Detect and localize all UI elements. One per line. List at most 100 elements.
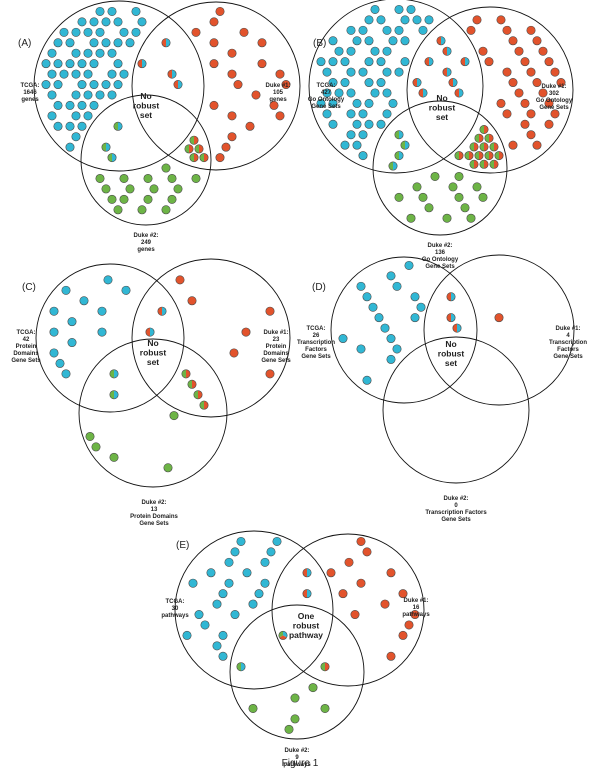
dot-tcga-only bbox=[340, 78, 350, 88]
dot-tcga-only bbox=[113, 59, 123, 69]
dot-tcga-only bbox=[340, 57, 350, 67]
dot-duke1-only bbox=[526, 67, 536, 77]
dot-duke1-only bbox=[257, 38, 267, 48]
dot-tcga-only bbox=[89, 80, 99, 90]
dot-duke2-only bbox=[454, 192, 464, 202]
dot-duke2-only bbox=[113, 205, 123, 215]
dot-tcga-only bbox=[67, 317, 77, 327]
dot-tcga-only bbox=[137, 17, 147, 27]
panel-label: (C) bbox=[22, 282, 36, 293]
dot-duke1-duke2 bbox=[469, 142, 479, 152]
dot-duke1-only bbox=[275, 69, 285, 79]
dot-tcga-only bbox=[188, 578, 198, 588]
circle-duke2 bbox=[78, 338, 228, 488]
dot-tcga-only bbox=[224, 578, 234, 588]
dot-duke1-duke2 bbox=[189, 135, 199, 145]
circle-duke2 bbox=[80, 94, 212, 226]
dot-duke2-only bbox=[85, 431, 95, 441]
dot-duke1-only bbox=[215, 6, 225, 16]
dot-duke2-only bbox=[248, 703, 258, 713]
dot-duke1-only bbox=[227, 48, 237, 58]
dot-tcga-duke2 bbox=[113, 121, 123, 131]
dot-tcga-only bbox=[386, 334, 396, 344]
dot-tcga-only bbox=[121, 285, 131, 295]
dot-duke1-only bbox=[175, 275, 185, 285]
dot-tcga-only bbox=[364, 36, 374, 46]
dot-tcga-only bbox=[71, 111, 81, 121]
dot-tcga-duke2 bbox=[101, 142, 111, 152]
dot-duke2-only bbox=[430, 171, 440, 181]
dot-duke1-only bbox=[544, 119, 554, 129]
dot-tcga-only bbox=[131, 6, 141, 16]
figure-caption: Figure 1 bbox=[281, 758, 319, 769]
dot-tcga-only bbox=[406, 4, 416, 14]
dot-tcga-duke1 bbox=[436, 36, 446, 46]
dot-duke1-duke2 bbox=[464, 151, 474, 161]
dot-tcga-duke2 bbox=[400, 140, 410, 150]
dot-tcga-only bbox=[89, 38, 99, 48]
dot-duke1-duke2 bbox=[479, 159, 489, 169]
dot-tcga-only bbox=[410, 292, 420, 302]
circle-duke1 bbox=[131, 1, 301, 171]
dot-duke1-only bbox=[520, 119, 530, 129]
dot-duke1-only bbox=[526, 109, 536, 119]
dot-tcga-only bbox=[212, 599, 222, 609]
dot-tcga-only bbox=[113, 17, 123, 27]
dot-tcga-duke1 bbox=[161, 38, 171, 48]
dot-tcga-only bbox=[79, 296, 89, 306]
dot-tcga-only bbox=[370, 4, 380, 14]
dot-tcga-only bbox=[71, 90, 81, 100]
dot-tcga-only bbox=[53, 38, 63, 48]
dot-duke1-only bbox=[338, 589, 348, 599]
dot-duke1-only bbox=[398, 630, 408, 640]
dot-duke2-only bbox=[448, 182, 458, 192]
dot-tcga-only bbox=[334, 88, 344, 98]
dot-tcga-only bbox=[346, 130, 356, 140]
dot-tcga-duke2 bbox=[109, 369, 119, 379]
dot-tcga-only bbox=[41, 80, 51, 90]
dot-tcga-duke2 bbox=[394, 151, 404, 161]
dot-tcga-only bbox=[71, 27, 81, 37]
dot-duke1-only bbox=[215, 153, 225, 163]
circle-tcga bbox=[35, 263, 185, 413]
dot-duke1-only bbox=[227, 111, 237, 121]
dot-tcga-only bbox=[272, 536, 282, 546]
dot-tcga-only bbox=[362, 292, 372, 302]
dot-tcga-only bbox=[47, 111, 57, 121]
dot-duke2-only bbox=[418, 192, 428, 202]
dot-duke1-duke2 bbox=[184, 144, 194, 154]
panel-label: (D) bbox=[312, 282, 326, 293]
dot-duke1-only bbox=[229, 348, 239, 358]
dot-tcga-only bbox=[260, 578, 270, 588]
dot-tcga-only bbox=[53, 100, 63, 110]
dot-tcga-only bbox=[248, 599, 258, 609]
dot-tcga-only bbox=[236, 536, 246, 546]
dot-duke1-only bbox=[265, 369, 275, 379]
dot-duke1-only bbox=[356, 578, 366, 588]
dot-duke1-only bbox=[209, 17, 219, 27]
dot-duke2-only bbox=[394, 192, 404, 202]
dot-duke2-only bbox=[109, 452, 119, 462]
dot-duke2-only bbox=[173, 184, 183, 194]
dot-duke2-only bbox=[149, 184, 159, 194]
dot-tcga-only bbox=[352, 119, 362, 129]
dot-tcga-only bbox=[67, 338, 77, 348]
circle-tcga bbox=[330, 256, 478, 404]
dot-tcga-only bbox=[182, 630, 192, 640]
circle-tcga bbox=[33, 0, 205, 172]
dot-tcga-only bbox=[83, 27, 93, 37]
dot-tcga-only bbox=[59, 27, 69, 37]
dot-duke2-only bbox=[284, 724, 294, 734]
dot-duke1-only bbox=[508, 140, 518, 150]
dot-tcga-only bbox=[49, 306, 59, 316]
circle-tcga bbox=[174, 530, 334, 690]
dot-tcga-duke1 bbox=[442, 67, 452, 77]
dot-tcga-only bbox=[260, 557, 270, 567]
dot-tcga-only bbox=[404, 260, 414, 270]
dot-tcga-only bbox=[97, 327, 107, 337]
dot-tcga-duke1 bbox=[145, 327, 155, 337]
